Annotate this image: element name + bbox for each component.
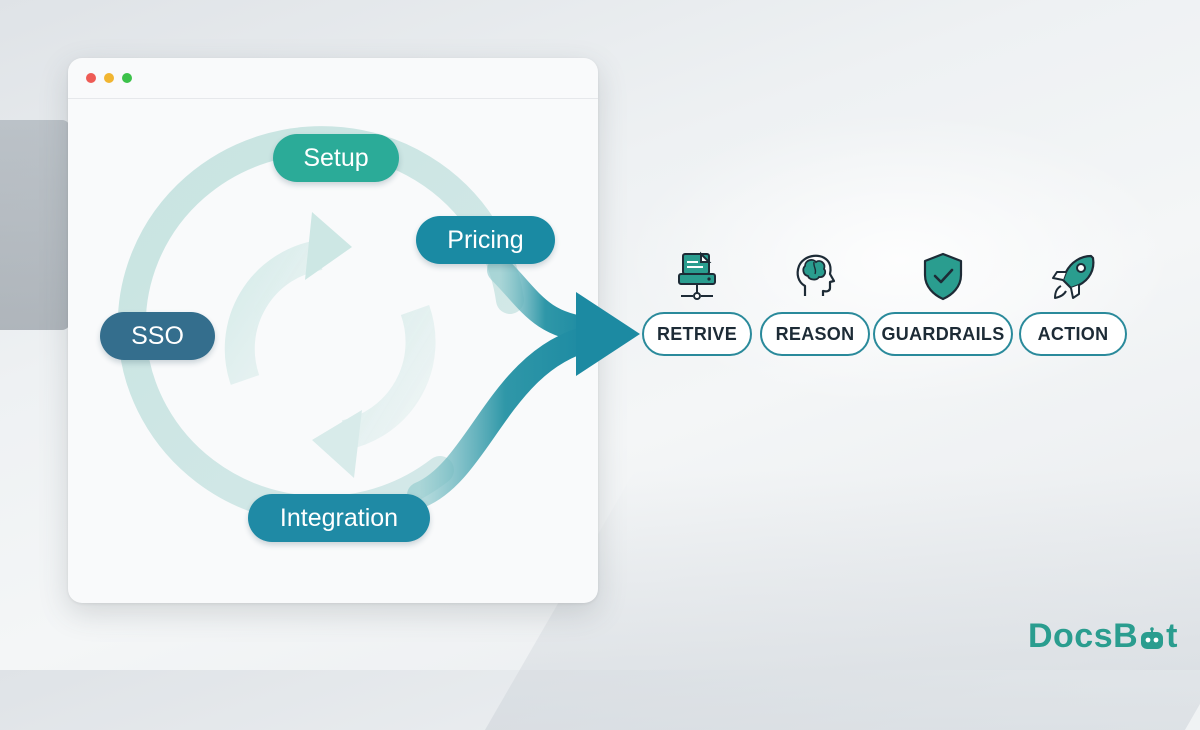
rocket-icon [1052,254,1095,299]
step-setup-pill[interactable]: Setup [273,134,399,182]
stage-guardrails[interactable]: GUARDRAILS [873,312,1013,356]
maximize-dot-button[interactable] [122,73,132,83]
docsbot-logo: Docs B t [1028,617,1178,656]
flow-arrow [407,257,640,508]
close-dot-button[interactable] [86,73,96,83]
step-pricing-pill[interactable]: Pricing [416,216,555,264]
step-integration-pill[interactable]: Integration [248,494,430,542]
shield-check-icon [923,252,963,301]
stage-reason[interactable]: REASON [760,312,870,356]
brain-head-icon [796,254,836,296]
step-sso-pill[interactable]: SSO [100,312,215,360]
robot-head-icon [1141,626,1164,649]
stage-action[interactable]: ACTION [1019,312,1127,356]
stage-retrive[interactable]: RETRIVE [642,312,752,356]
brand-text-b: B [1113,617,1139,655]
inner-cycle-arrows [224,212,436,478]
brand-text-docs: Docs [1027,617,1114,655]
document-server-icon [678,251,716,300]
window-titlebar [68,58,598,99]
brand-text-t: t [1166,617,1178,655]
minimize-dot-button[interactable] [104,73,114,83]
